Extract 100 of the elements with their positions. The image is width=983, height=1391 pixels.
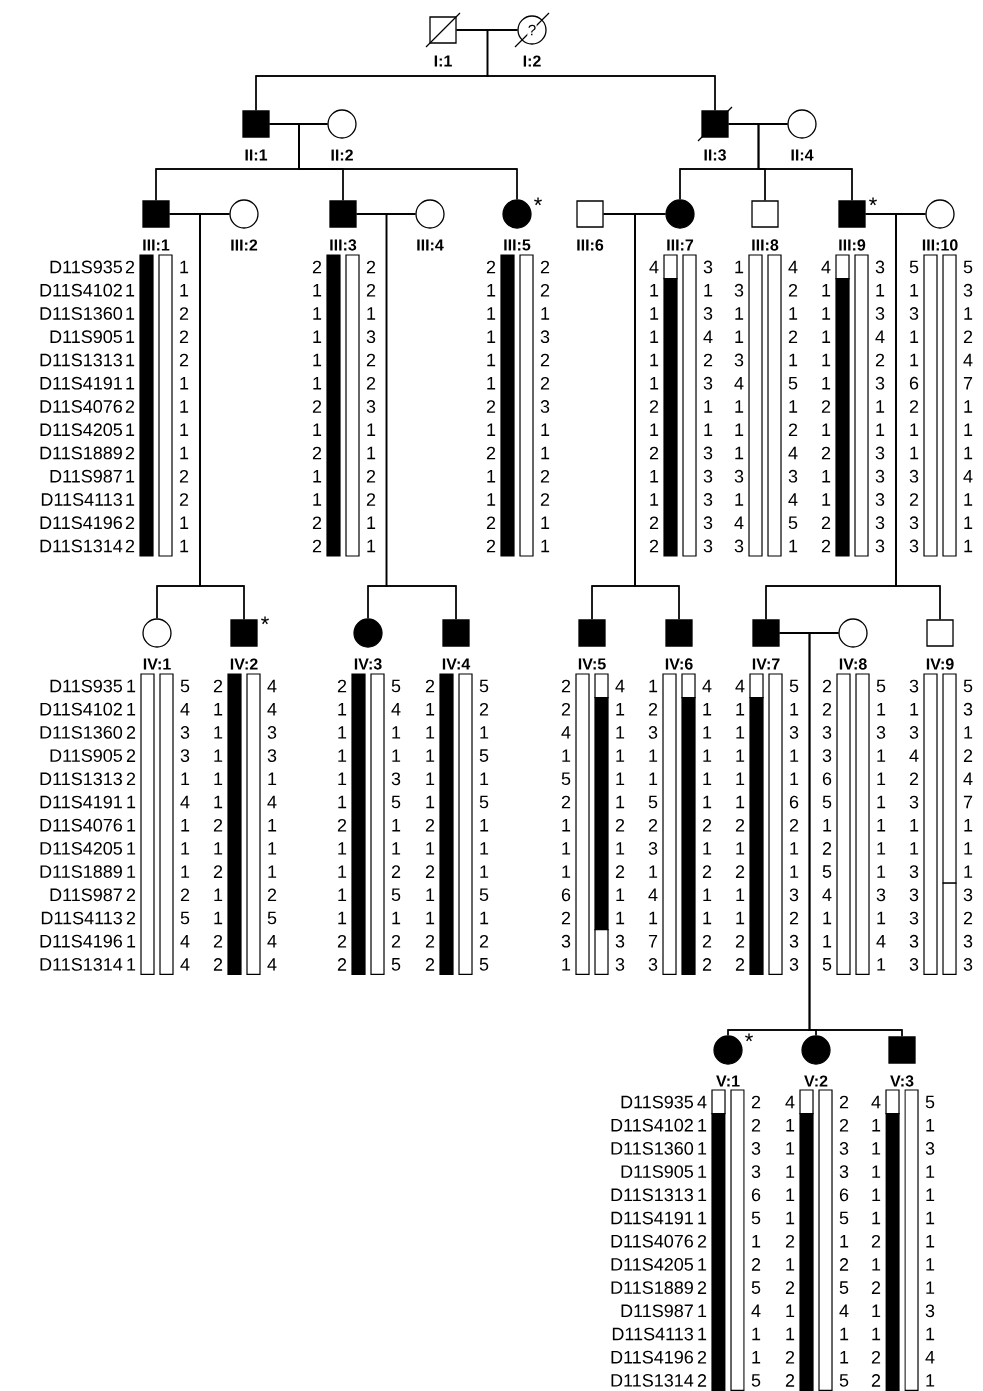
allele-number: 1	[338, 842, 347, 855]
allele-number: 1	[840, 1351, 849, 1364]
marker-name: D11S905	[50, 330, 123, 344]
allele-number: 2	[126, 749, 136, 762]
allele-number: 1	[964, 446, 973, 460]
allele-number: 2	[871, 1281, 881, 1294]
allele-number: 1	[735, 493, 744, 506]
allele-number: 4	[839, 1304, 849, 1317]
allele-number: 3	[180, 749, 190, 762]
allele-number: 1	[426, 795, 435, 809]
allele-number: 1	[426, 703, 435, 716]
allele-number: 3	[875, 516, 885, 530]
allele-number: 1	[562, 842, 571, 855]
allele-number: 1	[926, 1374, 935, 1387]
allele-number: 2	[822, 679, 832, 693]
allele-number: 2	[735, 958, 745, 971]
allele-number: 3	[267, 749, 277, 762]
individual-id: IV:4	[442, 658, 471, 670]
allele-number: 1	[704, 284, 713, 297]
individual-id: II:1	[245, 149, 268, 161]
allele-number: 1	[268, 772, 277, 785]
marker-name: D11S4205	[40, 423, 123, 437]
allele-number: 1	[926, 1281, 935, 1294]
allele-number: 1	[181, 842, 190, 855]
allele-number: 2	[337, 934, 347, 948]
allele-number: 1	[616, 726, 625, 739]
allele-number: 3	[963, 888, 973, 902]
allele-number: 2	[366, 493, 376, 506]
allele-number: 1	[736, 842, 745, 855]
allele-number: 2	[425, 958, 435, 971]
allele-number: 1	[616, 842, 625, 855]
allele-number: 1	[616, 888, 625, 901]
allele-number: 2	[821, 539, 831, 553]
allele-number: 3	[648, 842, 658, 855]
allele-number: 2	[839, 1095, 849, 1109]
marker-name: D11S4102	[40, 283, 122, 297]
allele-number: 2	[561, 795, 571, 809]
allele-number: 1	[426, 911, 435, 925]
marker-name: D11S935	[621, 1095, 694, 1109]
allele-number: 1	[487, 307, 496, 320]
allele-number: 3	[734, 539, 744, 553]
allele-number: 1	[313, 353, 322, 367]
descent-line	[895, 213, 941, 620]
allele-number: 1	[877, 749, 886, 762]
allele-number: 1	[650, 493, 659, 506]
allele-number: 2	[179, 330, 189, 344]
allele-number: 2	[213, 818, 223, 832]
allele-number: 4	[703, 330, 713, 343]
allele-number: 4	[267, 703, 277, 716]
allele-number: 1	[964, 516, 973, 529]
allele-number: 1	[487, 470, 496, 483]
allele-number: 1	[698, 1165, 707, 1178]
marker-name: D11S1360	[40, 726, 123, 739]
marker-name: D11S4205	[40, 842, 123, 855]
allele-number: 1	[367, 307, 376, 320]
marker-name: D11S935	[50, 679, 123, 693]
allele-number: 1	[822, 330, 831, 343]
allele-number: 3	[909, 958, 919, 971]
allele-number: 1	[910, 703, 919, 716]
allele-number: 4	[909, 749, 919, 762]
allele-number: 1	[426, 772, 435, 785]
allele-number: 3	[703, 376, 713, 390]
marker-name: D11S1360	[611, 1142, 694, 1155]
allele-number: 2	[337, 818, 347, 832]
allele-number: 2	[871, 1350, 881, 1364]
allele-number: 2	[540, 493, 550, 506]
allele-number: 4	[267, 958, 277, 971]
allele-number: 1	[214, 726, 223, 739]
allele-number: 1	[313, 377, 322, 390]
allele-number: 4	[561, 726, 571, 739]
allele-number: 1	[268, 842, 277, 855]
marker-name: D11S4076	[40, 400, 122, 413]
allele-number: 2	[909, 493, 919, 506]
allele-number: 2	[751, 1095, 761, 1109]
allele-number: 2	[425, 818, 435, 832]
allele-number: 5	[479, 749, 489, 762]
allele-number: 1	[790, 703, 799, 716]
allele-number: 1	[392, 749, 401, 762]
allele-number: 1	[876, 400, 885, 413]
individual-id: V:2	[804, 1075, 828, 1087]
allele-number: 1	[786, 1304, 795, 1317]
allele-number: 3	[615, 958, 625, 971]
allele-number: 2	[486, 516, 496, 530]
allele-number: 1	[392, 911, 401, 925]
allele-number: 1	[487, 284, 496, 297]
allele-number: 2	[785, 1281, 795, 1294]
individual-id: III:9	[839, 239, 866, 251]
allele-number: 3	[648, 726, 658, 739]
allele-number: 1	[367, 423, 376, 436]
marker-name: D11S4191	[40, 376, 122, 390]
allele-number: 4	[734, 516, 744, 529]
allele-number: 1	[313, 284, 322, 297]
individual-id: III:4	[417, 239, 444, 251]
allele-number: 1	[180, 516, 189, 529]
allele-number: 1	[964, 819, 973, 832]
allele-number: 3	[734, 283, 744, 297]
allele-number: 6	[561, 888, 571, 902]
allele-number: 2	[126, 911, 136, 925]
allele-number: 4	[751, 1304, 761, 1317]
allele-number: 3	[540, 330, 550, 344]
